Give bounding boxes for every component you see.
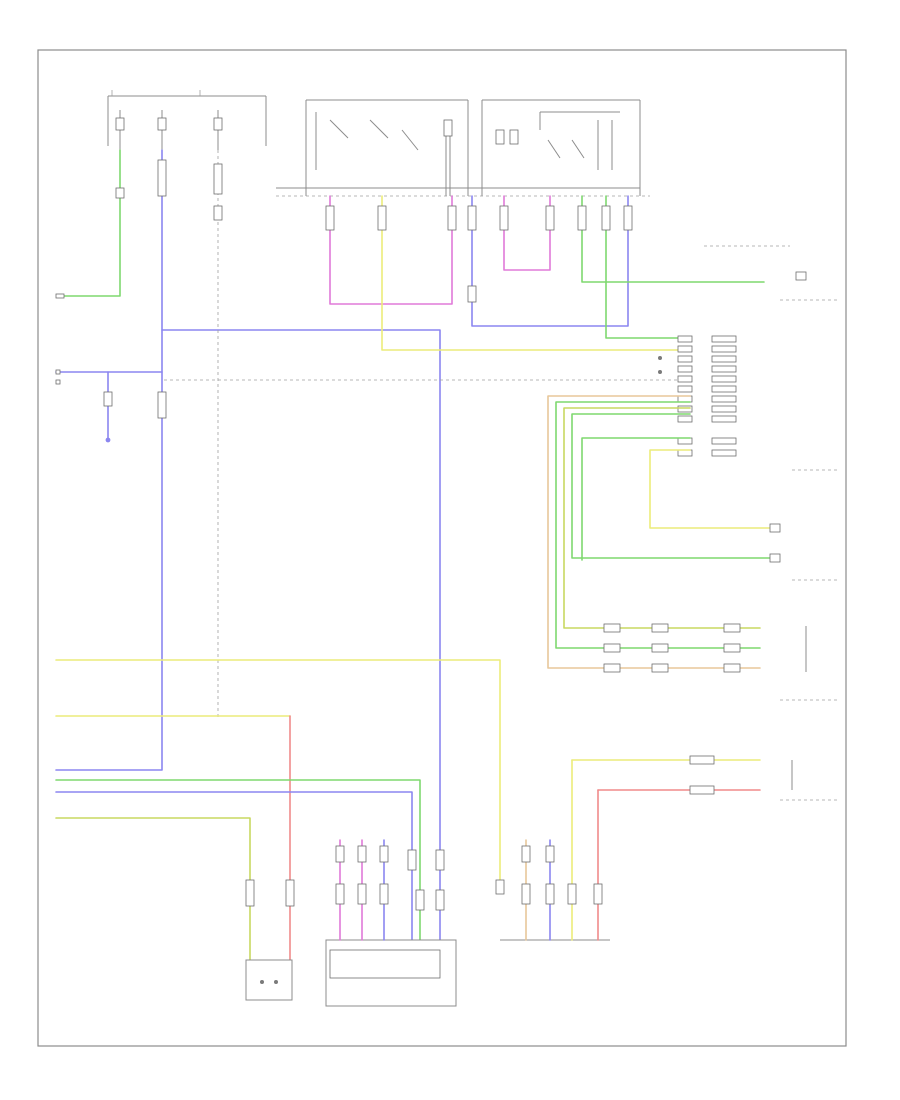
diagram-border	[37, 49, 847, 1047]
lamp-socket-bottom-left	[245, 959, 293, 1001]
switch-module-top-right	[481, 99, 641, 196]
switch-module-top-center	[305, 99, 469, 196]
right-connector-stack	[658, 335, 737, 457]
power-distribution	[55, 369, 690, 385]
connector-bottom-right	[500, 755, 793, 941]
fuse-block-top-left	[107, 90, 267, 150]
control-module-bottom-center	[325, 839, 457, 1007]
